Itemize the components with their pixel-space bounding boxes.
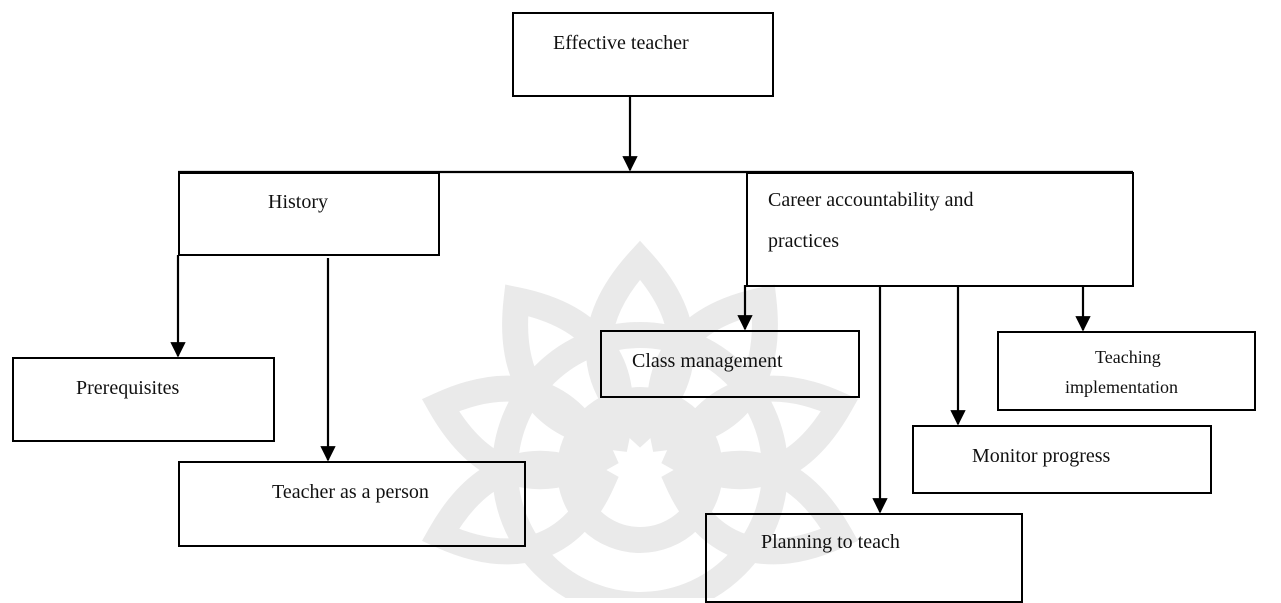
node-class-management-label: Class management: [632, 350, 783, 372]
node-monitor-progress: Monitor progress: [912, 425, 1212, 494]
node-prerequisites: Prerequisites: [12, 357, 275, 442]
node-planning-label: Planning to teach: [761, 531, 900, 553]
node-history-label: History: [268, 191, 328, 213]
node-career-label-line2: practices: [768, 230, 840, 252]
node-teacher-as-a-person: Teacher as a person: [178, 461, 526, 547]
node-prerequisites-label: Prerequisites: [76, 377, 180, 399]
node-planning-to-teach: Planning to teach: [705, 513, 1023, 603]
node-career-accountability: Career accountability and practices: [746, 172, 1134, 287]
node-class-management: Class management: [600, 330, 860, 398]
node-effective-teacher-label: Effective teacher: [553, 32, 689, 54]
node-teaching-impl-label-line1: Teaching: [1095, 347, 1161, 367]
node-history: History: [178, 172, 440, 256]
node-career-label-line1: Career accountability and: [768, 189, 974, 211]
node-monitor-progress-label: Monitor progress: [972, 445, 1111, 467]
node-teacher-person-label: Teacher as a person: [272, 481, 429, 503]
node-teaching-implementation: Teaching implementation: [997, 331, 1256, 411]
node-teaching-impl-label-line2: implementation: [1065, 377, 1178, 397]
node-effective-teacher: Effective teacher: [512, 12, 774, 97]
